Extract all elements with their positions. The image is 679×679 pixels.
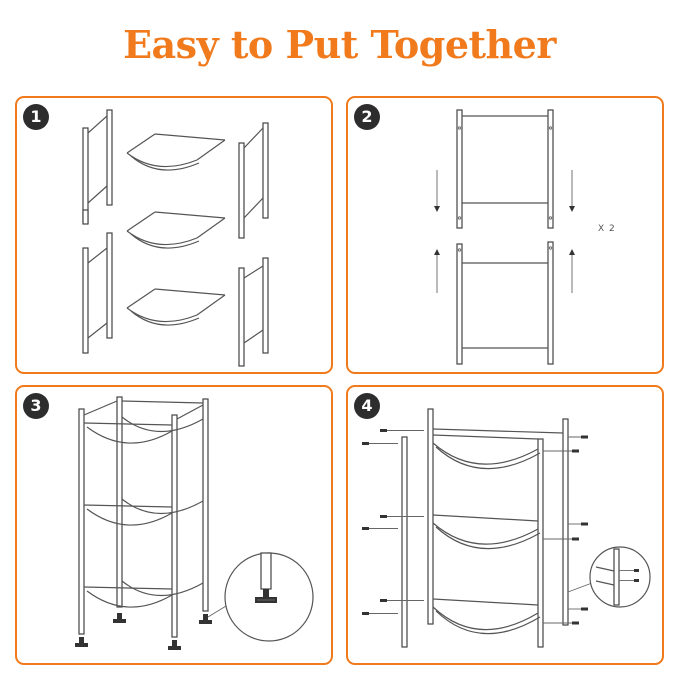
step-3-badge: 3 (23, 393, 49, 419)
side-frame-bottom-right (238, 257, 269, 367)
adjustable-feet (75, 613, 212, 650)
rack-level-1 (83, 416, 204, 444)
screws-right (543, 435, 588, 625)
upper-frame (456, 109, 554, 229)
screws-left (362, 429, 424, 615)
step-1-panel: 1 (15, 96, 333, 374)
arrow-up-left-icon (434, 249, 440, 293)
quantity-multiplier: X 2 (598, 224, 616, 234)
step-2-panel: 2 (346, 96, 664, 374)
side-frame-top-right (238, 122, 269, 239)
arrow-down-left-icon (434, 170, 440, 212)
page-title: Easy to Put Together (123, 22, 556, 67)
step-3-illustration (75, 396, 314, 650)
lower-frame (456, 241, 554, 365)
step-1-illustration (82, 109, 269, 367)
step-1-badge: 1 (23, 104, 49, 130)
rack-level-3 (83, 580, 204, 608)
step-4-illustration (362, 408, 651, 648)
foot-detail-magnifier (207, 552, 314, 642)
rack-level-3 (432, 598, 541, 635)
rack-level-1 (432, 434, 541, 470)
rack-level-2 (83, 498, 204, 526)
arrow-up-right-icon (569, 249, 575, 293)
shelf-cradle-1 (126, 133, 226, 171)
step-3-panel: 3 (15, 385, 333, 665)
rack-level-2 (432, 514, 541, 550)
step-4-panel: 4 (346, 385, 664, 665)
shelf-cradle-2 (126, 211, 226, 249)
side-frame-top-left (82, 109, 113, 225)
shelf-cradle-3 (126, 288, 226, 326)
screw-detail-magnifier (567, 546, 651, 608)
step-2-illustration (434, 109, 575, 365)
arrow-down-right-icon (569, 170, 575, 212)
step-4-badge: 4 (354, 393, 380, 419)
side-frame-bottom-left (82, 232, 113, 354)
step-2-badge: 2 (354, 104, 380, 130)
